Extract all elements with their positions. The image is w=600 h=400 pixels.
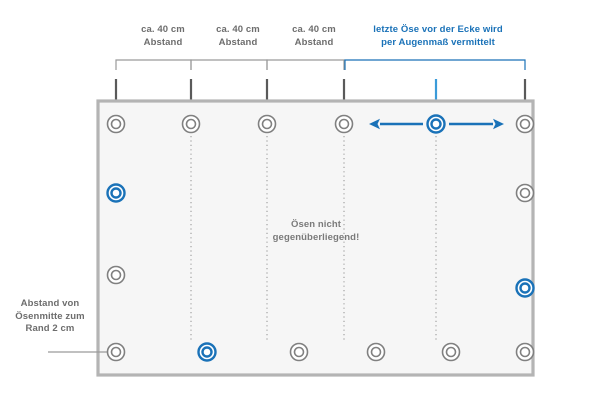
grommet-inner-ring-grommet-top-5 [430, 118, 442, 130]
grommet-outer-ring-grommet-top-6 [515, 114, 535, 134]
bracket-group [115, 59, 526, 70]
grommet-outer-ring-grommet-left-1 [106, 183, 126, 203]
grommet-outer-ring-grommet-right-1 [515, 183, 535, 203]
bracket-bracket-1 [115, 59, 192, 70]
grommet-inner-ring-grommet-top-2 [185, 118, 197, 130]
grommet-outer-ring-grommet-right-2 [515, 278, 535, 298]
grommet-inner-ring-grommet-left-2 [110, 269, 122, 281]
grommet-outer-ring-grommet-bottom-5 [441, 342, 461, 362]
grommet-inner-ring-grommet-top-3 [261, 118, 273, 130]
grommet-inner-ring-grommet-bottom-2 [201, 346, 213, 358]
bracket-bracket-4 [344, 59, 526, 70]
grommet-inner-ring-grommet-top-1 [110, 118, 122, 130]
grommet-outer-ring-grommet-top-1 [106, 114, 126, 134]
arrow-head-arrow-right [493, 118, 504, 130]
grommet-outer-ring-grommet-top-3 [257, 114, 277, 134]
alignment-dotted-lines [190, 136, 437, 342]
bracket-bracket-2 [190, 59, 268, 70]
spacing-label-3: ca. 40 cm Abstand [292, 24, 336, 48]
grommet-outer-ring-grommet-bottom-2 [197, 342, 217, 362]
tarp-panel [96, 99, 535, 377]
grommet-inner-ring-grommet-right-2 [519, 282, 531, 294]
grommet-outer-ring-grommet-bottom-4 [366, 342, 386, 362]
grommet-outer-ring-grommet-bottom-1 [106, 342, 126, 362]
grommet-inner-ring-grommet-bottom-4 [370, 346, 382, 358]
offset-grommets-note: Ösen nicht gegenüberliegend! [272, 219, 360, 243]
grommet-outer-ring-grommet-top-2 [181, 114, 201, 134]
grommet-inner-ring-grommet-right-1 [519, 187, 531, 199]
grommet-outer-ring-grommet-left-2 [106, 265, 126, 285]
adjust-arrows [369, 118, 504, 130]
spacing-label-1: ca. 40 cm Abstand [141, 24, 185, 48]
spacing-label-2: ca. 40 cm Abstand [216, 24, 260, 48]
arrow-head-arrow-left [369, 118, 380, 130]
grommet-group [106, 114, 535, 362]
grommet-inner-ring-grommet-top-4 [338, 118, 350, 130]
grommet-inner-ring-grommet-bottom-6 [519, 346, 531, 358]
grommet-inner-ring-grommet-bottom-3 [293, 346, 305, 358]
corner-grommet-note: letzte Öse vor der Ecke wird per Augenma… [373, 24, 503, 48]
bracket-bracket-3 [266, 59, 345, 70]
grommet-inner-ring-grommet-bottom-1 [110, 346, 122, 358]
grommet-inner-ring-grommet-top-6 [519, 118, 531, 130]
grommet-outer-ring-grommet-top-5 [426, 114, 446, 134]
tick-group [114, 79, 527, 101]
tarp-panel-rect [96, 99, 535, 377]
grommet-inner-ring-grommet-bottom-5 [445, 346, 457, 358]
edge-distance-note: Abstand von Ösenmitte zum Rand 2 cm [15, 298, 85, 334]
grommet-outer-ring-grommet-top-4 [334, 114, 354, 134]
grommet-inner-ring-grommet-left-1 [110, 187, 122, 199]
grommet-outer-ring-grommet-bottom-3 [289, 342, 309, 362]
grommet-outer-ring-grommet-bottom-6 [515, 342, 535, 362]
